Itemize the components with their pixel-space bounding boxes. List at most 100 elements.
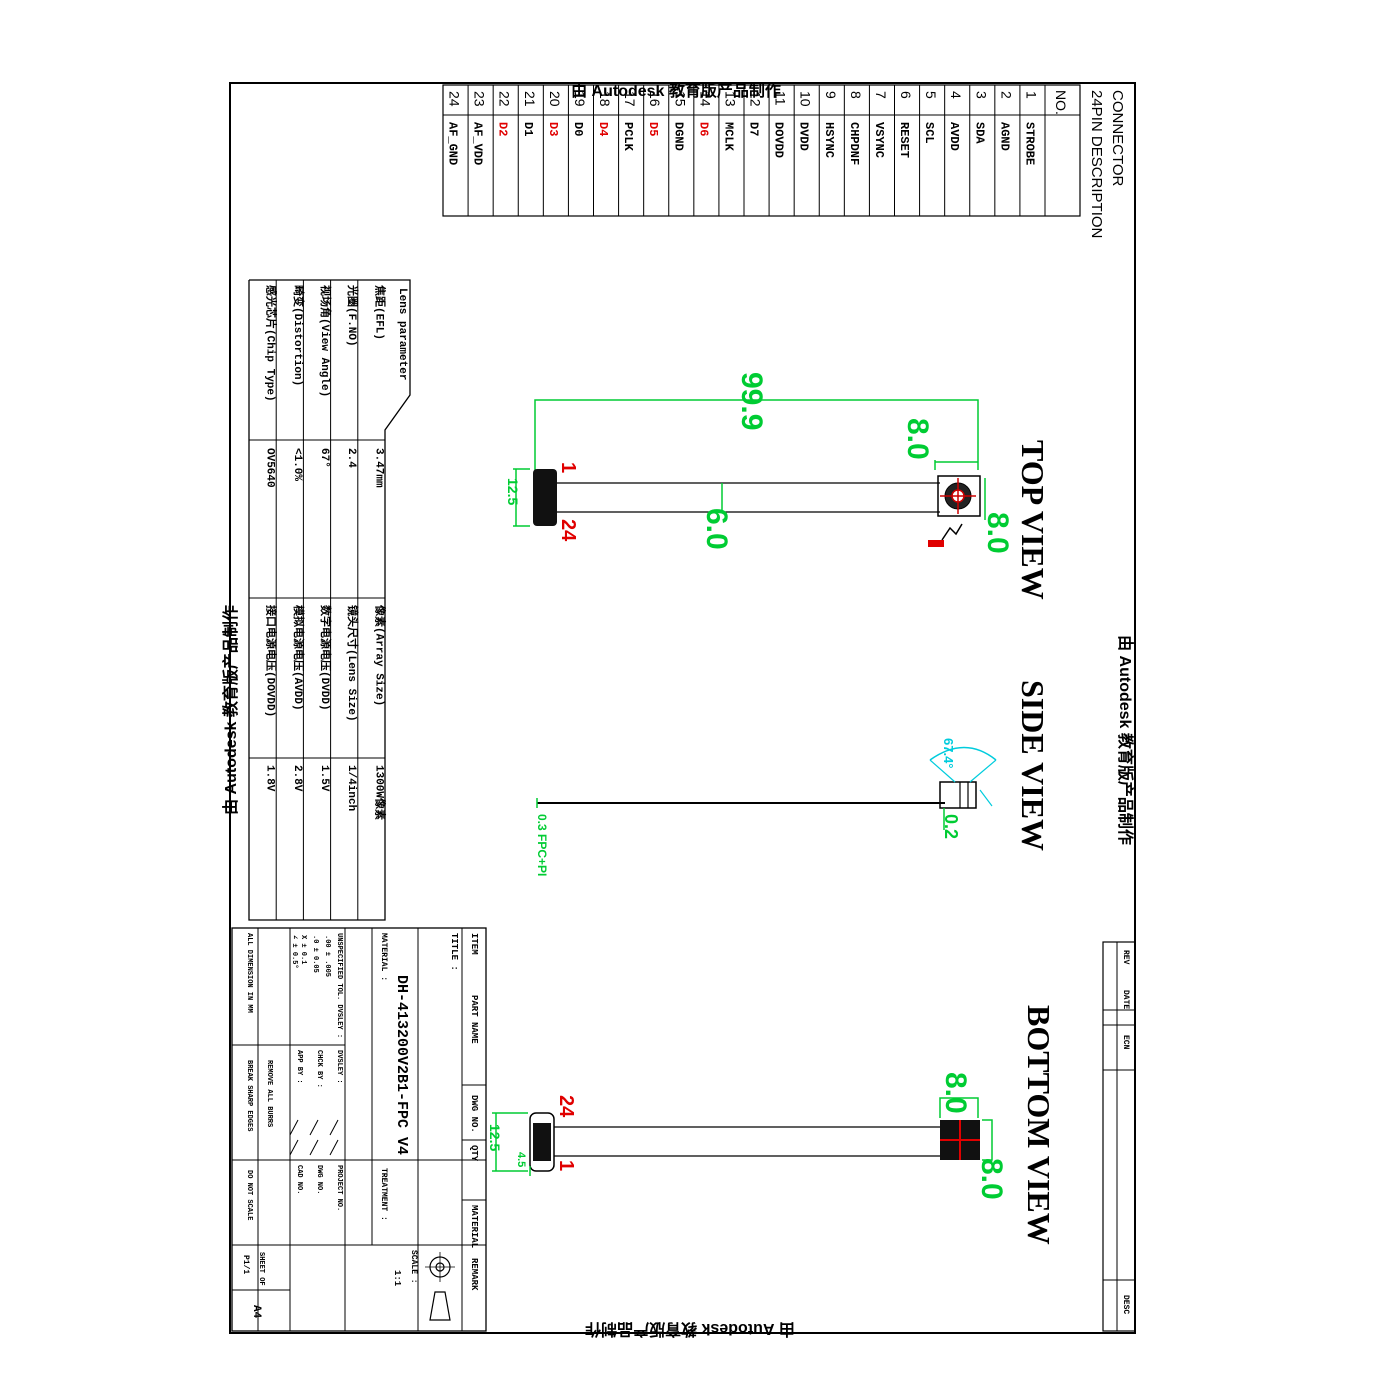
rev-desc: DESC (1121, 1295, 1130, 1314)
svg-text:SIDE VIEW: SIDE VIEW (1015, 680, 1051, 851)
lens-value: 67° (318, 448, 330, 468)
tb-item: ITEM (469, 933, 479, 955)
pin-number: 4 (948, 91, 964, 99)
lens-value-right: 1.5V (318, 765, 330, 792)
lens-value-right: 2.8V (291, 765, 303, 792)
tb-slash-6 (289, 1139, 299, 1156)
pin-number: 23 (472, 91, 488, 107)
tb-material-label: MATERIAL : (379, 933, 388, 981)
pin-name: SCL (922, 122, 936, 144)
bottom-dim-conn-h-label: 4.5 (515, 1152, 527, 1167)
title-block-border (231, 927, 487, 1332)
lens-header: Lens parameter (396, 288, 408, 380)
tb-slash-1 (329, 1119, 339, 1136)
side-fpc-label: 0.3 FPC+PI (535, 814, 549, 876)
rev-rev: REV (1121, 950, 1130, 965)
pin-name: HSYNC (822, 122, 836, 158)
pin-number: 9 (823, 91, 839, 99)
pin-number: 2 (998, 91, 1014, 99)
svg-text:0.3 FPC+PI: 0.3 FPC+PI (535, 814, 549, 876)
pin-name: D0 (571, 122, 585, 136)
side-angle-ray-1 (929, 759, 956, 783)
pin-name: DVDD (797, 122, 811, 151)
lens-label: 畸变(Distortion) (291, 285, 306, 386)
lens-label-right: 镜头尺寸(Lens Size) (345, 605, 360, 722)
tb-checked: CHCK BY : (315, 1050, 323, 1088)
pin-number: 24 (447, 91, 463, 107)
tb-scale-label: SCALE : (409, 1250, 418, 1284)
lens-value-right: 1300W像素 (372, 765, 387, 820)
pin-name: DGND (671, 122, 685, 151)
pin-name: AVDD (947, 122, 961, 151)
lens-label: 焦距(EFL) (372, 284, 387, 340)
svg-text:8.0: 8.0 (939, 1072, 972, 1114)
pin-name: D1 (521, 122, 535, 136)
pin-name: RESET (897, 122, 911, 158)
connector-title: CONNECTOR (1109, 90, 1126, 187)
tb-title-label: TITLE : (449, 933, 459, 971)
svg-text:24: 24 (555, 1095, 577, 1118)
dim-module-a-label: 8.0 (901, 418, 934, 460)
pin-number: 20 (547, 91, 563, 107)
tb-project-no: PROJECT NO. (335, 1165, 343, 1211)
pin-number: 17 (622, 91, 638, 107)
pin-number: 6 (898, 91, 914, 99)
side-angle-arc (929, 746, 997, 761)
top-connector (533, 469, 557, 526)
bottom-dim-a-label: 8.0 (939, 1072, 972, 1114)
top-pin-first: 1 (557, 462, 579, 473)
bottom-dim-b-label: 8.0 (975, 1158, 1008, 1200)
tb-qty: QTY (469, 1145, 479, 1162)
svg-text:TOP VIEW: TOP VIEW (1015, 440, 1051, 600)
lens-table-border (248, 279, 411, 921)
dim-width-label: 6.0 (700, 508, 733, 550)
side-height-line (979, 789, 993, 807)
connector-subtitle: 24PIN DESCRIPTION (1088, 90, 1105, 238)
dim-length-label: 99.9 (735, 372, 768, 430)
pin-name: VSYNC (872, 122, 886, 158)
svg-text:24: 24 (557, 519, 579, 542)
pin-number: 12 (748, 91, 764, 107)
lens-label: 光圈(F.NO) (345, 284, 360, 347)
svg-text:8.0: 8.0 (981, 512, 1014, 554)
pin-name: D4 (596, 122, 610, 136)
svg-text:BOTTOM VIEW: BOTTOM VIEW (1021, 1005, 1057, 1245)
pin-name: PCLK (621, 122, 635, 152)
tb-scale-value: 1:1 (392, 1270, 402, 1287)
side-view-drawing: 0.3 FPC+PI 67.4° 0.2 (535, 738, 997, 876)
bottom-pin-last: 24 (555, 1095, 577, 1118)
tb-slash-2 (329, 1139, 339, 1156)
lens-value-right: 1.8V (264, 765, 276, 792)
tb-do-not-scale: DO NOT SCALE (245, 1170, 253, 1220)
tb-dwg-no: DWG NO. (469, 1095, 479, 1133)
pin-table: NO. 1STROBE2AGND3SDA4AVDD5SCL6RESET7VSYN… (442, 84, 1081, 217)
watermark-left: 由 Autodesk 教育版产品制作 (221, 605, 240, 815)
tb-sheet-value: P1/1 (241, 1255, 250, 1274)
lens-value: 3.47mm (372, 448, 384, 488)
tb-tol-1: .00 ± .005 (323, 935, 331, 977)
watermark-top: 由 Autodesk 教育版产品制作 (571, 81, 781, 100)
lens-label: 感光芯片(Chip Type) (264, 285, 279, 402)
svg-text:67.4°: 67.4° (941, 738, 956, 769)
connector-title-block: CONNECTOR 24PIN DESCRIPTION (1088, 90, 1126, 238)
lens-label: 视场角(View Angle) (318, 285, 333, 397)
tb-slash-5 (289, 1119, 299, 1136)
bottom-dim-a-line (939, 1097, 979, 1118)
projection-cone-icon (429, 1291, 451, 1321)
tb-tol-2: .0 ± 0.05 (311, 935, 319, 973)
side-module-body (939, 781, 977, 809)
pin-number: 15 (672, 91, 688, 107)
top-component-icon (941, 523, 963, 541)
bottom-connector-stiffener (533, 1123, 551, 1161)
bottom-dim-b-line (982, 1119, 993, 1161)
pin-number: 11 (773, 91, 789, 106)
svg-text:8.0: 8.0 (975, 1158, 1008, 1200)
pin-name: D3 (546, 122, 560, 136)
tb-treatment-label: TREATMENT : (379, 1168, 388, 1221)
title-block: ITEM PART NAME DWG NO. QTY MATERIAL REMA… (231, 927, 487, 1332)
pin-number: 10 (798, 91, 814, 107)
pin-name: D7 (747, 122, 761, 136)
pin-name: SDA (972, 122, 986, 144)
tb-size: A4 (250, 1305, 262, 1319)
tb-tol-3: X ± 0.1 (299, 935, 307, 964)
